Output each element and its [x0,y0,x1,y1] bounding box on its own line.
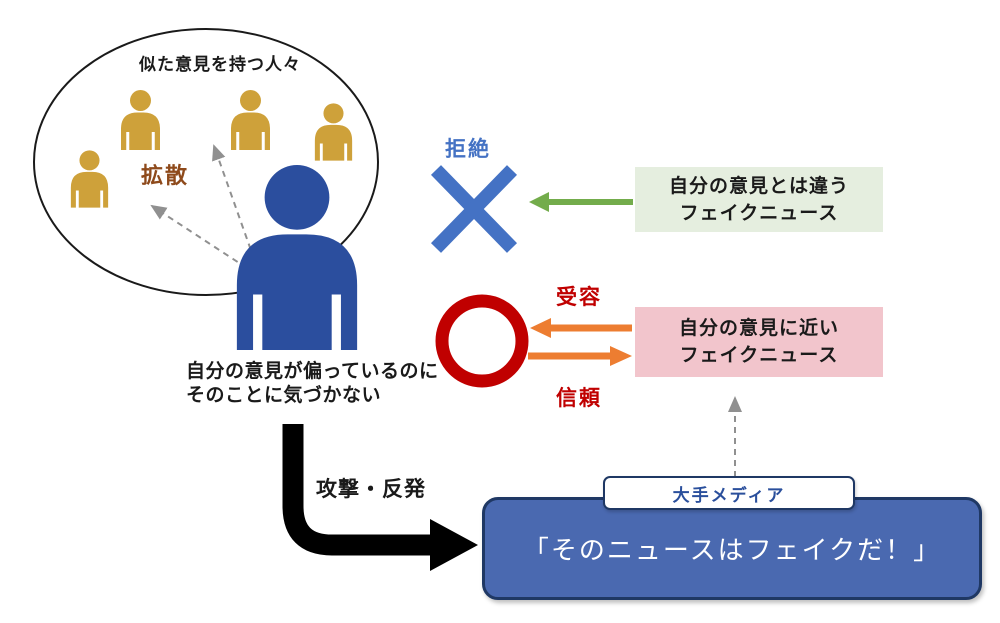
media-quote-text: 「そのニュースはフェイクだ！」 [522,535,942,565]
spread-label: 拡散 [141,163,190,188]
circle-mark-icon [435,294,529,388]
similar-opinion-news-line2: フェイクニュース [679,345,839,366]
attack-label: 攻撃・反発 [316,478,426,501]
attack-arrow-icon [282,424,478,571]
different-opinion-news-line2: フェイクニュース [679,202,839,224]
similar-opinion-news-line1: 自分の意見に近い [678,318,839,339]
self-caption-line1: 自分の意見が偏っているのに [186,361,439,382]
trust-label: 信頼 [556,387,602,410]
spread-arrow-icon [150,204,257,275]
echo-chamber-title: 似た意見を持つ人々 [139,55,301,74]
media-tag-label: 大手メディア [672,485,786,505]
similar-opinion-news-box: 自分の意見に近い フェイクニュース [635,307,883,377]
accept-arrow-icon [530,318,632,338]
media-quote-box: 「そのニュースはフェイクだ！」 [482,497,982,600]
self-caption: 自分の意見が偏っているのに そのことに気づかない [186,360,439,408]
reject-arrow-icon [529,192,633,212]
x-mark-icon [430,165,518,253]
trust-arrow-icon [528,346,632,366]
reject-label: 拒絶 [445,138,491,161]
accept-label: 受容 [556,286,602,309]
media-tag-box: 大手メディア [603,476,855,510]
different-opinion-news-box: 自分の意見とは違う フェイクニュース [635,167,883,232]
different-opinion-news-line1: 自分の意見とは違う [668,175,849,197]
self-caption-line2: そのことに気づかない [186,385,382,406]
